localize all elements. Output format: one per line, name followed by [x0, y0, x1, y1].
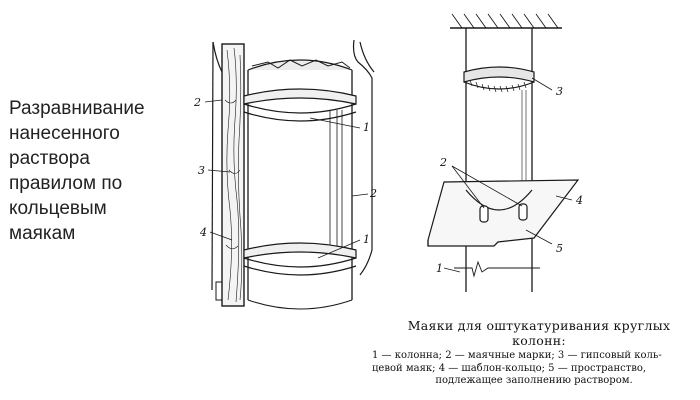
leader-4-left [209, 231, 233, 241]
leader-2b [451, 165, 523, 207]
leader-1 [443, 267, 461, 273]
left-caption-line: нанесенного [9, 123, 120, 144]
leader-2-right [351, 193, 369, 197]
callout-3-right: 3 [556, 85, 563, 98]
ring-top [243, 88, 357, 122]
break-line [454, 260, 540, 278]
leader-2-left [204, 99, 223, 103]
left-caption: Разравнивание нанесенного раствора прави… [9, 96, 179, 246]
callout-1-top: 1 [363, 121, 370, 134]
leader-2a [451, 165, 485, 209]
left-wall-line [211, 41, 214, 291]
callout-4-right: 4 [575, 194, 583, 207]
left-caption-line: кольцевым [9, 198, 107, 219]
ring-bottom [243, 242, 357, 276]
leader-5 [525, 229, 553, 245]
plaster-ring [463, 66, 535, 93]
ceiling-hatch [450, 13, 562, 29]
legend-line: цевой маяк; 4 — шаблон-кольцо; 5 — прост… [372, 362, 647, 374]
template-plate [427, 179, 580, 247]
left-caption-line: раствора [9, 148, 90, 169]
left-figure [204, 39, 375, 310]
leader-4 [555, 195, 573, 201]
legend-line: подлежащее заполнению раствором. [435, 375, 633, 386]
callout-1-bottom: 1 [363, 233, 370, 246]
figure-title: Маяки для оштукатуривания круглых колонн… [384, 318, 694, 348]
beacon-marks [479, 203, 528, 223]
column [247, 59, 353, 310]
callout-4-left: 4 [199, 226, 207, 239]
wooden-rule [215, 43, 245, 307]
figure-legend: 1 — колонна; 2 — маячные марки; 3 — гипс… [372, 350, 696, 388]
callout-2-left: 2 [193, 96, 201, 109]
callout-5-right: 5 [556, 242, 563, 255]
leader-1-bottom [317, 239, 361, 259]
leader-3 [531, 77, 553, 91]
figure-title-line: колонн: [512, 333, 566, 348]
callout-1-right: 1 [436, 262, 443, 275]
right-wall-lower [359, 249, 373, 276]
callout-2-right-fig: 2 [439, 156, 447, 169]
right-figure [427, 13, 580, 292]
leader-1-top [309, 117, 361, 129]
callout-3-left: 3 [198, 164, 205, 177]
left-caption-line: маякам [9, 223, 76, 244]
right-wall-break [359, 41, 375, 73]
left-wall-break [212, 41, 223, 73]
left-caption-line: Разравнивание [9, 98, 145, 119]
figure-title-line: Маяки для оштукатуривания круглых [407, 318, 671, 333]
leader-3-left [207, 169, 231, 173]
legend-line: 1 — колонна; 2 — маячные марки; 3 — гипс… [372, 350, 662, 361]
callout-2-right: 2 [369, 187, 377, 200]
right-wall-line [352, 39, 373, 250]
left-caption-line: правилом по [9, 173, 123, 194]
